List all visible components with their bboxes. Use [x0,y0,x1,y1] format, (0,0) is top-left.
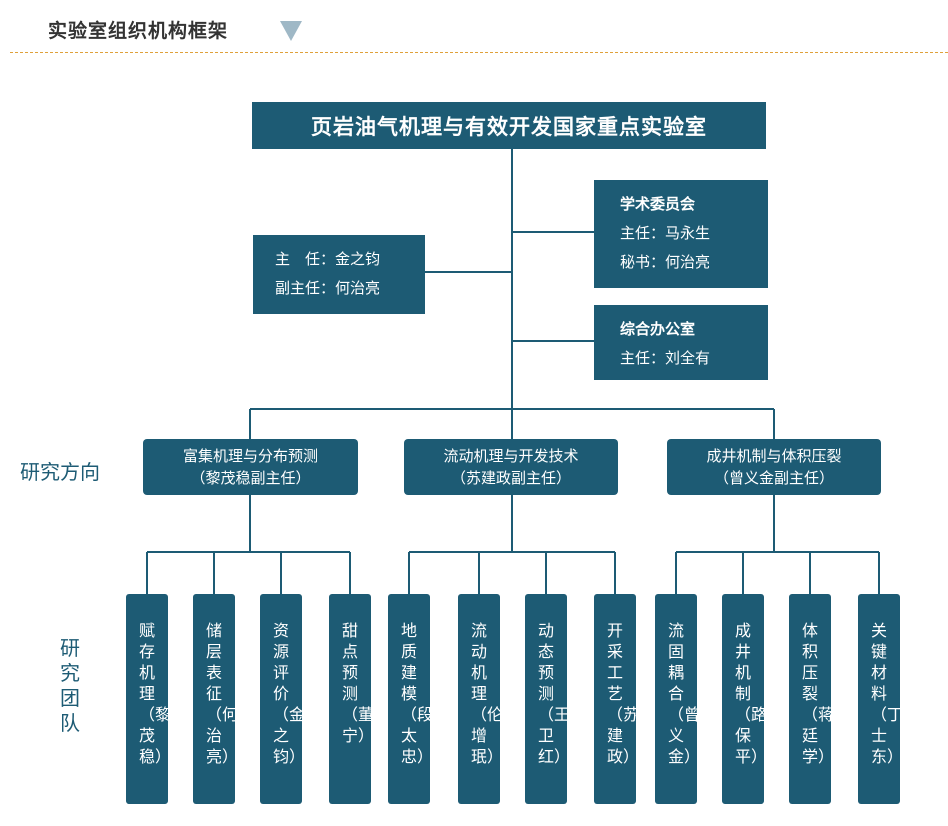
direction-lead: （苏建政副主任） [450,469,571,487]
team-label: 动态预测（王卫红） [538,621,571,766]
team-label: 甜点预测（董 宁） [342,621,391,745]
team-box: 甜点预测（董 宁） [329,594,391,804]
direction-name: 流动机理与开发技术 [443,447,579,465]
team-label: 体积压裂（蒋廷学） [802,621,835,766]
direction-lead: （黎茂稳副主任） [190,469,311,487]
triangle-down-icon [280,21,302,41]
page-title: 实验室组织机构框架 [48,20,229,42]
team-box: 储层表征（何治亮） [193,594,239,804]
lab-root-box: 页岩油气机理与有效开发国家重点实验室 [252,102,766,149]
team-box: 体积压裂（蒋廷学） [789,594,835,804]
team-box: 开采工艺（苏建政） [594,594,640,804]
direction-lead: （曾义金副主任） [713,469,834,487]
deputy-director-line: 副主任：何治亮 [275,279,381,297]
team-box: 资源评价（金之钧） [260,594,306,804]
research-directions-label: 研究方向 [20,460,100,484]
director-line: 主 任：金之钧 [275,250,381,268]
committee-secretary: 秘书：何治亮 [620,253,711,271]
team-box: 成井机制（路保平） [722,594,768,804]
team-label: 开采工艺（苏建政） [607,621,640,766]
team-box: 流固耦合（曾义金） [655,594,701,804]
header-divider [10,52,948,53]
direction-name: 富集机理与分布预测 [182,447,318,465]
committee-chair: 主任：马永生 [620,224,711,242]
team-label: 地质建模（段太忠） [401,621,434,766]
direction-name: 成井机制与体积压裂 [706,447,842,465]
committee-title: 学术委员会 [620,195,696,213]
team-label: 关键材料（丁士东） [871,621,904,766]
office-title: 综合办公室 [620,320,696,338]
team-box: 关键材料（丁士东） [858,594,904,804]
team-box: 流动机理（伦增珉） [458,594,504,804]
team-box: 动态预测（王卫红） [525,594,571,804]
direction-box: 富集机理与分布预测 （黎茂稳副主任） [143,439,358,495]
team-label: 资源评价（金之钧） [273,621,306,766]
research-teams-label: 研究团队 [60,636,80,735]
direction-box: 流动机理与开发技术 （苏建政副主任） [404,439,618,495]
team-label: 流固耦合（曾义金） [668,621,701,766]
team-label: 成井机制（路保平） [735,621,768,766]
team-box: 地质建模（段太忠） [388,594,434,804]
team-label: 流动机理（伦增珉） [471,621,504,766]
team-label: 赋存机理（黎茂稳） [139,621,172,766]
academic-committee-box: 学术委员会 主任：马永生 秘书：何治亮 [594,180,768,288]
team-box: 赋存机理（黎茂稳） [126,594,172,804]
office-head: 主任：刘全有 [620,349,711,367]
team-label: 储层表征（何治亮） [206,621,239,766]
direction-box: 成井机制与体积压裂 （曾义金副主任） [667,439,881,495]
general-office-box: 综合办公室 主任：刘全有 [594,305,768,380]
director-box: 主 任：金之钧 副主任：何治亮 [253,235,425,314]
